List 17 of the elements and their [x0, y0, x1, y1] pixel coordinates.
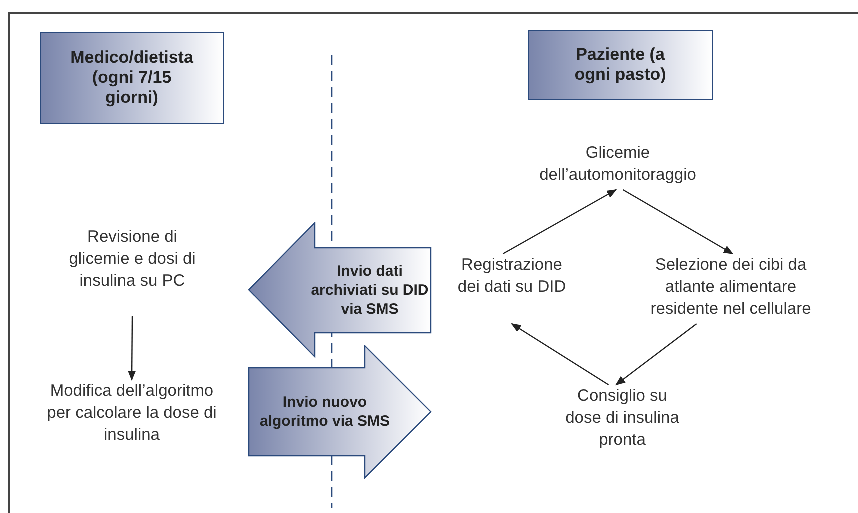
heading-text: Medico/dietista (ogni 7/15 giorni) — [70, 48, 194, 108]
arrow — [502, 189, 618, 255]
arrow — [615, 324, 698, 386]
step-text: Modifica dell’algoritmo per calcolare la dose di insulina — [47, 381, 217, 446]
arrow — [128, 316, 136, 381]
step-text: Glicemie dell’automonitoraggio — [538, 143, 698, 186]
heading-box — [528, 30, 713, 100]
step-text: Registrazione dei dati su DID — [457, 255, 567, 298]
step-text: Revisione di glicemie e dosi di insulina su PC — [68, 227, 197, 292]
arrow — [622, 189, 734, 255]
step-text: Consiglio su dose di insulina pronta — [564, 386, 680, 451]
heading-text: Paziente (a ogni pasto) — [574, 45, 668, 85]
step-text: Selezione dei cibi da atlante alimentare residente nel cellulare — [650, 255, 812, 320]
arrow — [511, 323, 610, 386]
arrow-label: Invio dati archiviati su DID via SMS — [310, 262, 430, 319]
heading-box — [40, 32, 224, 124]
arrow-label: Invio nuovo algoritmo via SMS — [258, 393, 392, 431]
